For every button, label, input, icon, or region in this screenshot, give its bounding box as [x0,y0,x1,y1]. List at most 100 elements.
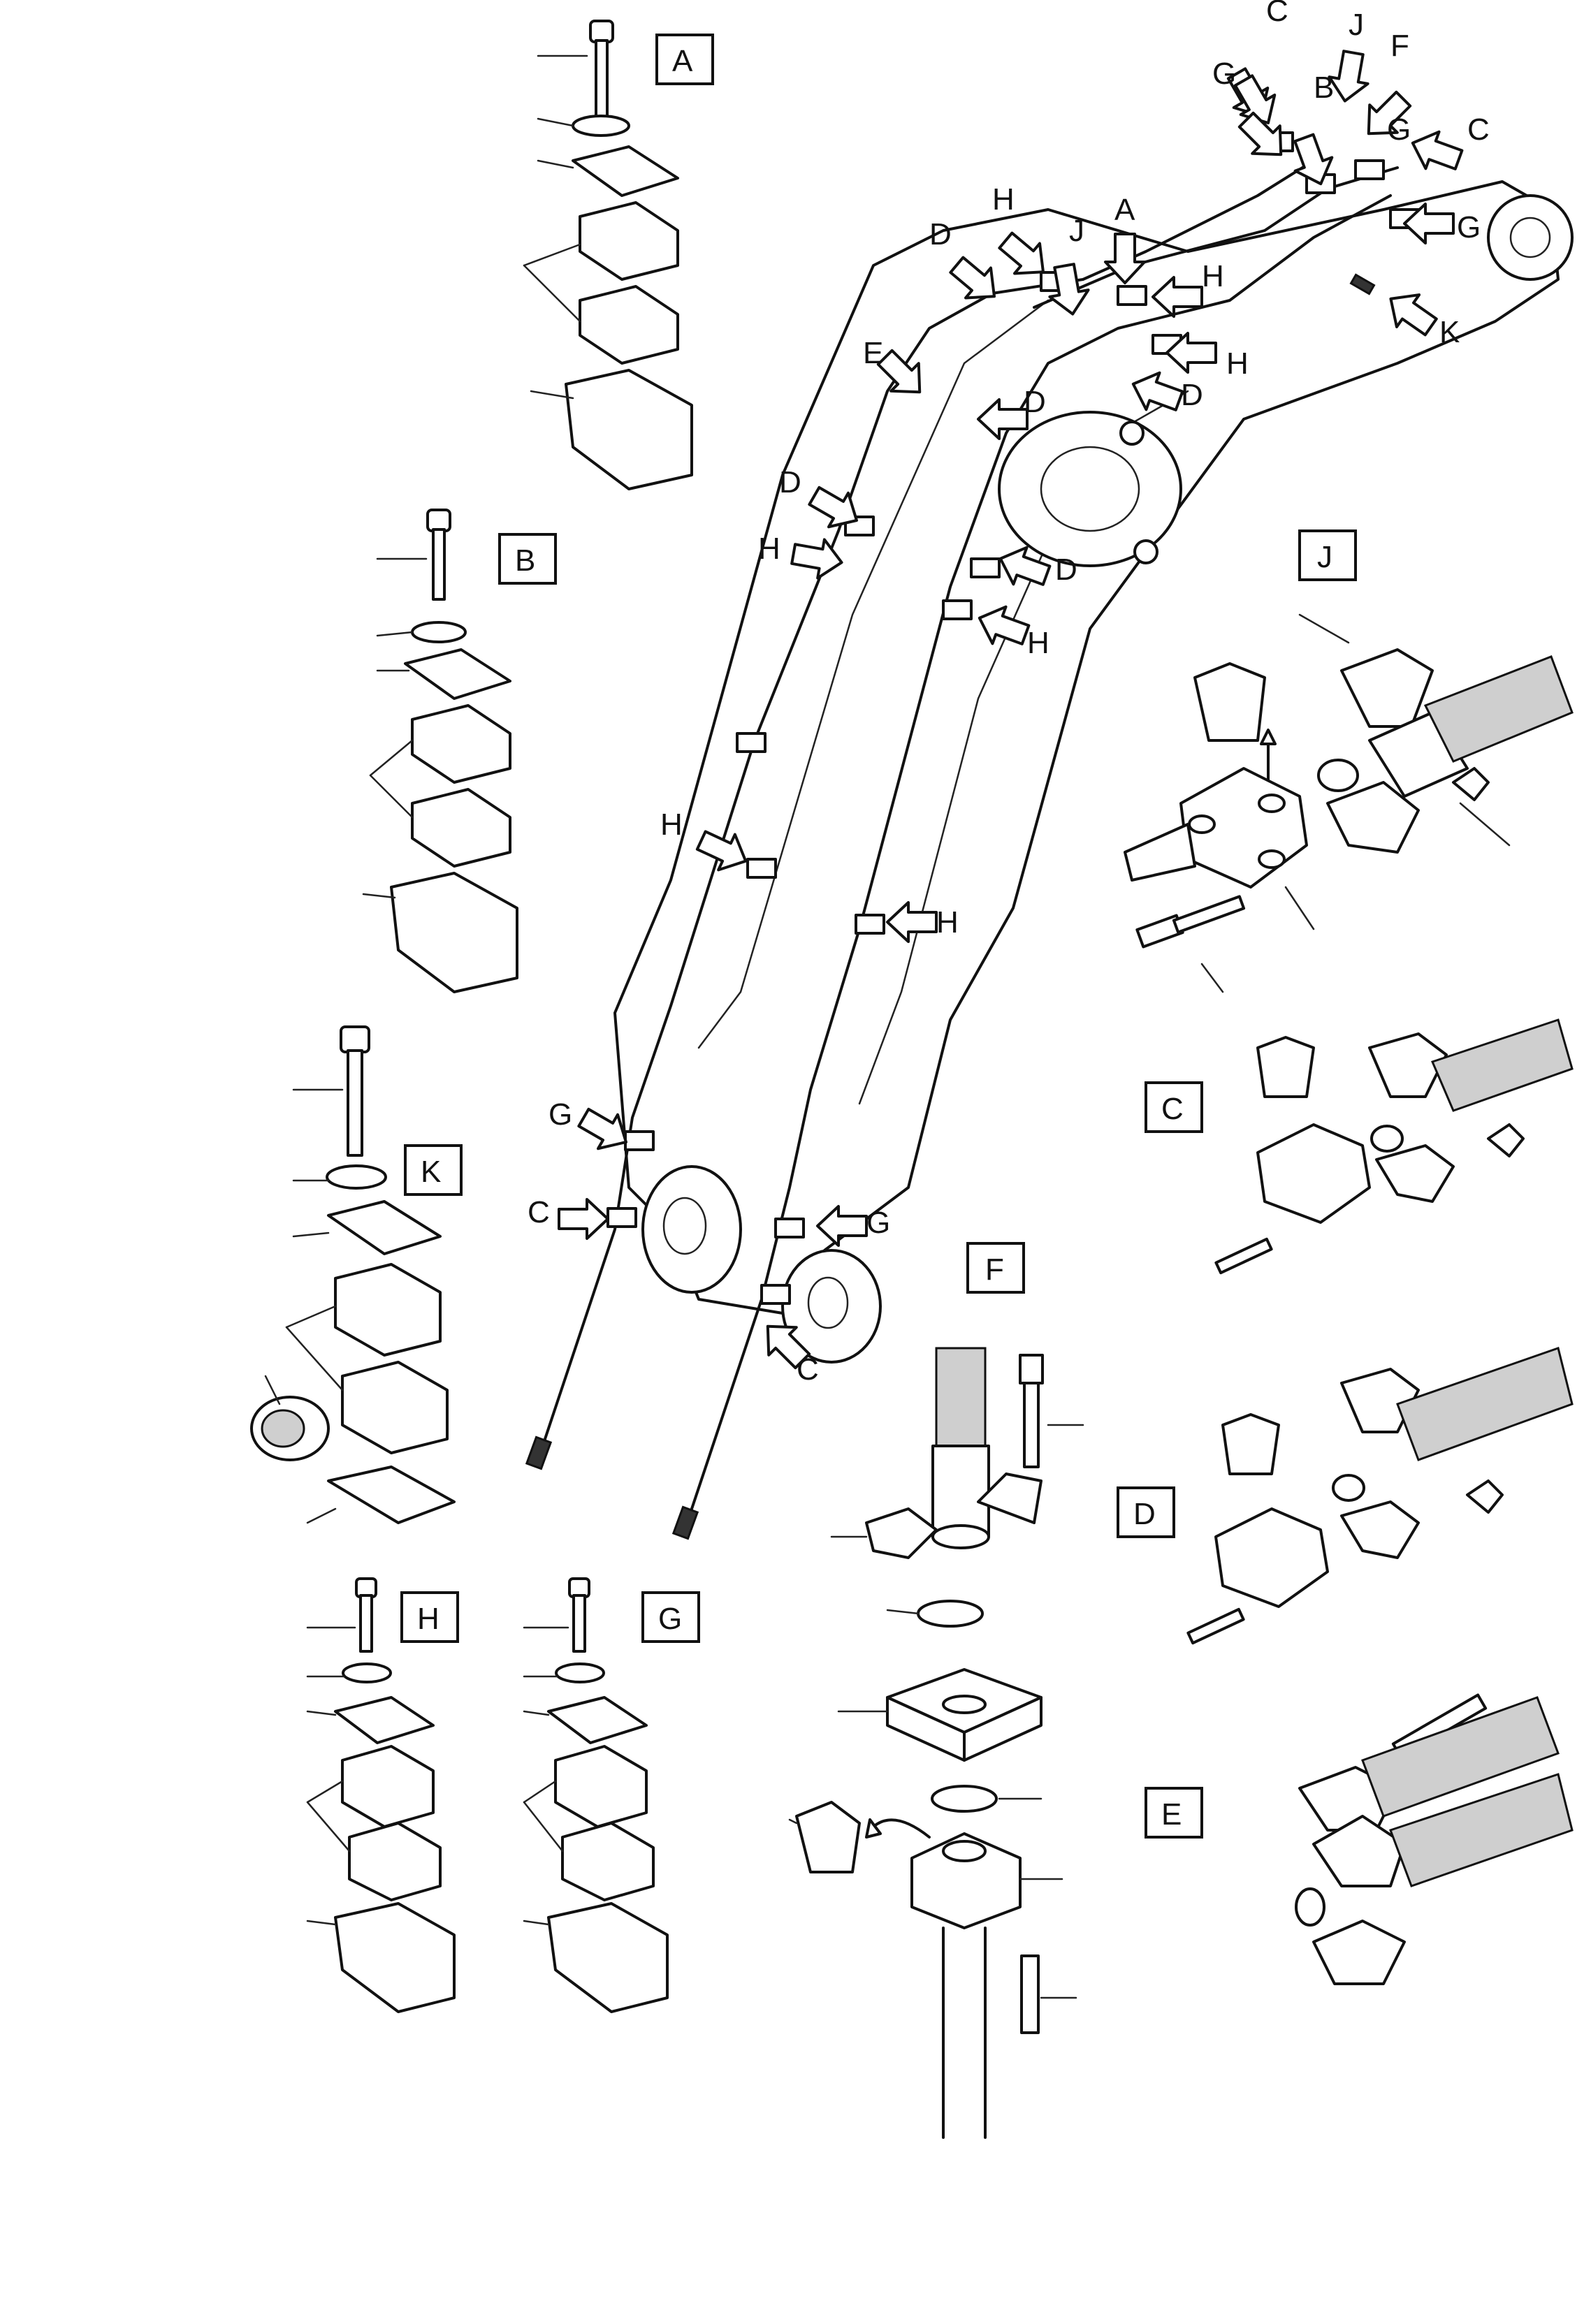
boom-end-lug-right [781,1249,882,1364]
callout-label: G [866,1206,890,1240]
clamp-half-lower [341,1361,449,1454]
clamp-half-upper [341,1745,435,1828]
callout-label: G [549,1097,572,1132]
washer [342,1662,392,1683]
split-flange-lower [1375,1144,1455,1203]
clamp-half-lower [411,788,511,868]
flange [1256,1123,1371,1224]
callout [1389,293,1438,337]
washer [555,1662,605,1683]
detail-J-label-box [1298,529,1357,581]
leader [306,1801,351,1852]
boom-callouts: C J F G B G C H A D [528,0,1490,1387]
callout [558,1198,609,1240]
callout-label: B [1314,71,1334,105]
detail-D-flange-fitting: D [1117,1347,1574,1645]
o-ring [1295,1887,1325,1927]
leader [1284,886,1315,930]
leader [285,1326,344,1391]
clamp-plate [327,1200,442,1255]
clamp-plate [334,1696,435,1744]
callout-label: J [1069,214,1084,248]
hose-fitting [931,1445,990,1538]
leader [1298,613,1350,644]
leader [1200,963,1224,993]
clamp-half-upper [554,1745,648,1828]
leader [523,1920,550,1926]
leader [530,390,574,400]
callout [1367,90,1412,136]
callout-label: J [1349,8,1364,42]
clamp-plate [404,648,511,700]
plug [795,1801,861,1873]
callout-label: H [1202,259,1224,293]
clamp-block [1354,159,1385,180]
detail-D-label: D [1133,1497,1156,1531]
cap-screw [1020,1954,1040,2034]
detail-H-clamp-stack: H [306,1577,459,2013]
clamp-base-bracket [390,872,518,993]
detail-K-label-box [404,1144,463,1196]
detail-C-label-box [1145,1081,1203,1133]
leader [537,159,574,169]
clamp-half-upper [579,201,679,281]
arrow-head [865,1818,882,1839]
detail-K-label: K [421,1155,441,1189]
hose-fitting [1312,1815,1406,1887]
callout-label: D [929,217,952,251]
washer [411,621,467,643]
cap-screw [1214,1237,1273,1275]
callout [1152,276,1203,318]
detail-K-clamp-stack: K [250,1025,463,1524]
detail-F-label: F [985,1252,1004,1287]
bolt-shank [595,39,609,119]
leader [523,1801,564,1852]
leader [306,1780,344,1804]
pipe-stub [1124,823,1196,882]
clamp-half-upper [334,1263,442,1357]
detail-G-clamp-stack: G [523,1577,700,2013]
callout-label: K [1439,315,1460,349]
clamp-block [774,1218,805,1238]
leader [362,893,396,899]
detail-J-label: J [1317,540,1332,574]
callout-label: H [758,532,780,566]
boom-pivot-inner [1040,446,1140,532]
clamp-block [1117,285,1147,306]
callout [978,605,1031,645]
boom-end-lug-right-hole [807,1276,849,1329]
split-flange-lower [1340,1500,1420,1559]
detail-G-label: G [658,1602,682,1636]
plug [1221,1413,1280,1475]
detail-H-label: H [417,1602,439,1636]
bolt-head [426,509,451,532]
clamp-block [970,557,1001,578]
callout [876,349,922,394]
callout [1048,263,1090,316]
split-flange-lower [1312,1920,1406,1985]
clamp-half-lower [348,1822,442,1901]
clamp-half-lower [561,1822,655,1901]
split-flange-upper [1340,648,1434,728]
leader [285,1305,337,1329]
clamp-plate-bottom [327,1466,456,1524]
clamp-base-bracket [334,1902,456,2013]
callout-label: G [1387,112,1411,147]
cap-screw-head [1019,1354,1044,1384]
boom-pivot-bolt-2 [1119,421,1145,446]
clamp-plate [572,145,679,197]
detail-F-vertical-fitting: F [788,1242,1084,2139]
plug [1256,1036,1315,1098]
callout [1328,50,1370,103]
callout-label: D [1181,378,1203,412]
detail-H-label-box [400,1591,459,1643]
flange-bolt-hole [1258,849,1286,869]
callout-label: H [936,905,959,940]
flange-bolt-hole [1258,794,1286,813]
clamp-half-upper [411,704,511,784]
detail-J-flange-fitting: J [1124,529,1574,993]
pin-part-K [1349,273,1376,295]
cap-screw [1186,1607,1245,1645]
callout [998,546,1052,586]
cap-screw-shank [1172,895,1246,934]
